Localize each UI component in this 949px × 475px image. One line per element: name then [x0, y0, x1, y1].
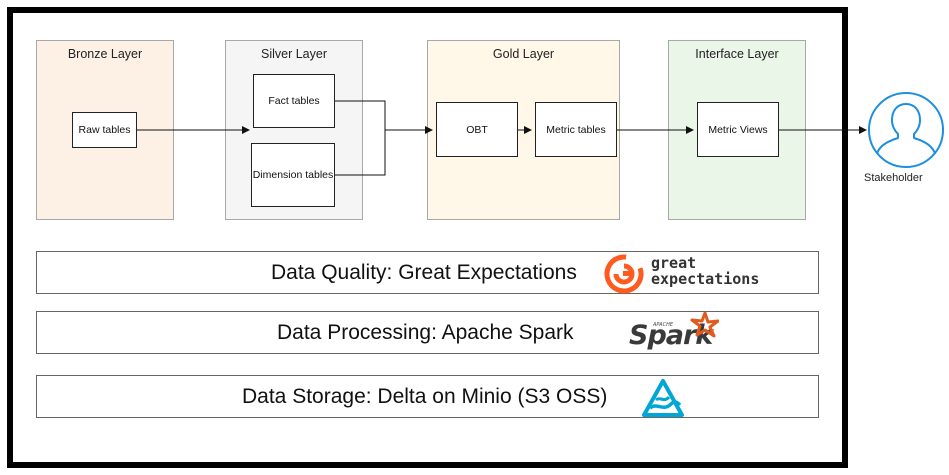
interface-layer-title: Interface Layer: [695, 47, 779, 61]
data-processing-bar: Data Processing: Apache Spark APACHE Spa…: [36, 311, 819, 354]
silver-layer-title: Silver Layer: [261, 47, 327, 61]
obt-box: OBT: [436, 102, 518, 157]
bronze-layer-title: Bronze Layer: [67, 47, 143, 61]
great-expectations-logo: [604, 254, 644, 294]
data-quality-text: Data Quality: Great Expectations: [271, 260, 577, 284]
data-storage-text: Data Storage: Delta on Minio (S3 OSS): [242, 384, 608, 408]
metric-views-box: Metric Views: [697, 102, 779, 157]
fact-tables-box: Fact tables: [253, 74, 335, 128]
great-expectations-logo-text-2: expectations: [651, 270, 760, 288]
spark-star-icon: [690, 312, 719, 338]
data-processing-text: Data Processing: Apache Spark: [277, 320, 574, 344]
data-quality-bar: Data Quality: Great Expectations great e…: [36, 251, 819, 294]
raw-tables-box: Raw tables: [72, 112, 137, 148]
stakeholder-label: Stakeholder: [864, 172, 923, 184]
gold-layer-title: Gold Layer: [492, 47, 555, 61]
stakeholder-person-icon: [868, 92, 944, 168]
metric-tables-box: Metric tables: [535, 102, 617, 157]
great-expectations-logo-text-1: great: [651, 254, 697, 272]
dimension-tables-box: Dimension tables: [251, 143, 335, 207]
data-storage-bar: Data Storage: Delta on Minio (S3 OSS): [36, 375, 819, 418]
delta-lake-logo: [642, 379, 684, 417]
apache-logo-small-text: APACHE: [653, 322, 674, 328]
